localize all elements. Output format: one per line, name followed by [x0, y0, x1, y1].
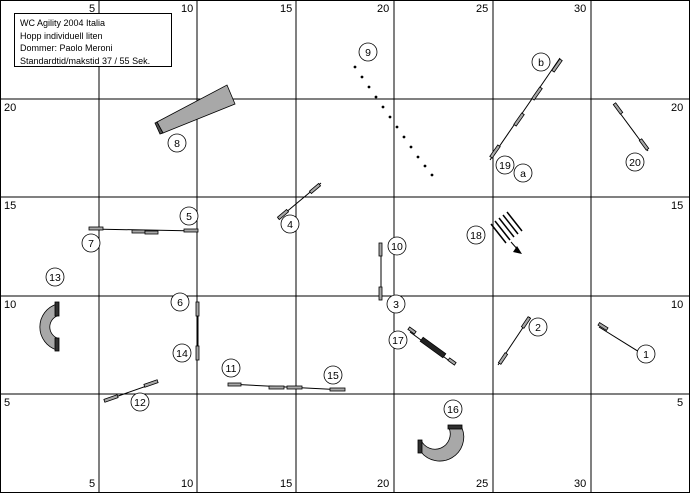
course-number-18: 18: [466, 225, 486, 245]
course-number-b: b: [531, 52, 551, 72]
jump-obstacle: [378, 242, 383, 301]
svg-text:12: 12: [134, 397, 146, 409]
course-number-14: 14: [172, 343, 192, 363]
svg-text:6: 6: [177, 297, 183, 309]
course-number-4: 4: [280, 214, 300, 234]
course-number-9: 9: [358, 42, 378, 62]
jump-obstacle: [489, 57, 563, 161]
jump-obstacle: [276, 182, 322, 221]
grid-label: 20: [671, 102, 683, 114]
svg-text:1: 1: [643, 349, 649, 361]
svg-text:9: 9: [365, 47, 371, 59]
svg-text:b: b: [538, 57, 544, 69]
svg-text:10: 10: [391, 241, 403, 253]
grid-label: 5: [677, 397, 683, 409]
course-info-box: WC Agility 2004 Italia Hopp individuell …: [14, 13, 172, 67]
dotted-path: [353, 65, 434, 177]
grid-label: 15: [280, 478, 292, 490]
grid-label: 15: [280, 3, 292, 15]
event-title: WC Agility 2004 Italia: [20, 18, 106, 28]
grid-label: 30: [574, 478, 586, 490]
course-number-2: 2: [528, 317, 548, 337]
grid-label: 10: [671, 299, 683, 311]
course-number-11: 11: [221, 358, 241, 378]
svg-text:16: 16: [447, 404, 459, 416]
class-name: Hopp individuell liten: [20, 30, 103, 41]
svg-text:7: 7: [88, 238, 94, 250]
tire-obstacle: [407, 326, 457, 366]
grid-label: 10: [181, 478, 193, 490]
grid-label: 30: [574, 3, 586, 15]
course-number-a: a: [513, 163, 533, 183]
tunnel-obstacle: [154, 84, 236, 135]
grid-label: 5: [89, 478, 95, 490]
grid-label: 25: [476, 3, 488, 15]
svg-text:14: 14: [176, 348, 188, 360]
svg-text:4: 4: [287, 219, 293, 231]
course-number-19: 19: [495, 155, 515, 175]
course-number-6: 6: [170, 292, 190, 312]
svg-text:8: 8: [174, 138, 180, 150]
jump-obstacle: [497, 316, 532, 366]
course-number-12: 12: [130, 392, 150, 412]
jump-obstacle: [195, 301, 200, 361]
course-time: Standardtid/makstid 37 / 55 Sek.: [20, 55, 151, 66]
course-number-16: 16: [443, 399, 463, 419]
course-number-8: 8: [167, 133, 187, 153]
grid-label: 20: [4, 102, 16, 114]
jump-obstacle: [612, 102, 650, 152]
grid-right-labels: 20 15 10 5: [671, 102, 683, 409]
svg-text:13: 13: [49, 272, 61, 284]
grid-label: 5: [89, 3, 95, 15]
grid-bottom-labels: 5 10 15 20 25 30: [89, 478, 586, 490]
course-number-1: 1: [636, 344, 656, 364]
svg-text:20: 20: [629, 157, 641, 169]
weave-obstacle: [490, 211, 523, 254]
grid-top-labels: 5 10 15 20 25 30: [89, 3, 586, 15]
curved-tunnel-obstacle: [39, 301, 60, 352]
svg-text:5: 5: [186, 211, 192, 223]
course-number-3: 3: [386, 294, 406, 314]
jump-obstacle: [88, 226, 199, 235]
course-number-15: 15: [323, 365, 343, 385]
svg-text:11: 11: [226, 363, 237, 375]
jump-obstacle: [227, 382, 346, 392]
grid-label: 10: [4, 299, 16, 311]
judge-name: Dommer: Paolo Meroni: [20, 43, 113, 53]
svg-text:3: 3: [393, 299, 399, 311]
grid-left-labels: 20 15 10 5: [4, 102, 16, 409]
course-number-5: 5: [179, 206, 199, 226]
grid-label: 20: [377, 478, 389, 490]
svg-text:19: 19: [499, 160, 511, 172]
grid-label: 25: [476, 478, 488, 490]
course-number-13: 13: [45, 267, 65, 287]
course-number-20: 20: [625, 152, 645, 172]
svg-text:a: a: [520, 168, 526, 180]
grid-label: 10: [181, 3, 193, 15]
curved-tunnel-obstacle: [417, 424, 465, 462]
grid-label: 20: [377, 3, 389, 15]
grid-label: 15: [671, 200, 683, 212]
jump-obstacle: [103, 379, 159, 403]
grid-label: 15: [4, 200, 16, 212]
svg-text:18: 18: [470, 230, 482, 242]
course-number-7: 7: [81, 233, 101, 253]
course-number-10: 10: [387, 236, 407, 256]
grid-label: 5: [4, 397, 10, 409]
jump-obstacle: [597, 322, 645, 356]
svg-text:15: 15: [327, 370, 339, 382]
svg-text:17: 17: [392, 335, 404, 347]
svg-text:2: 2: [535, 322, 541, 334]
course-number-17: 17: [388, 330, 408, 350]
